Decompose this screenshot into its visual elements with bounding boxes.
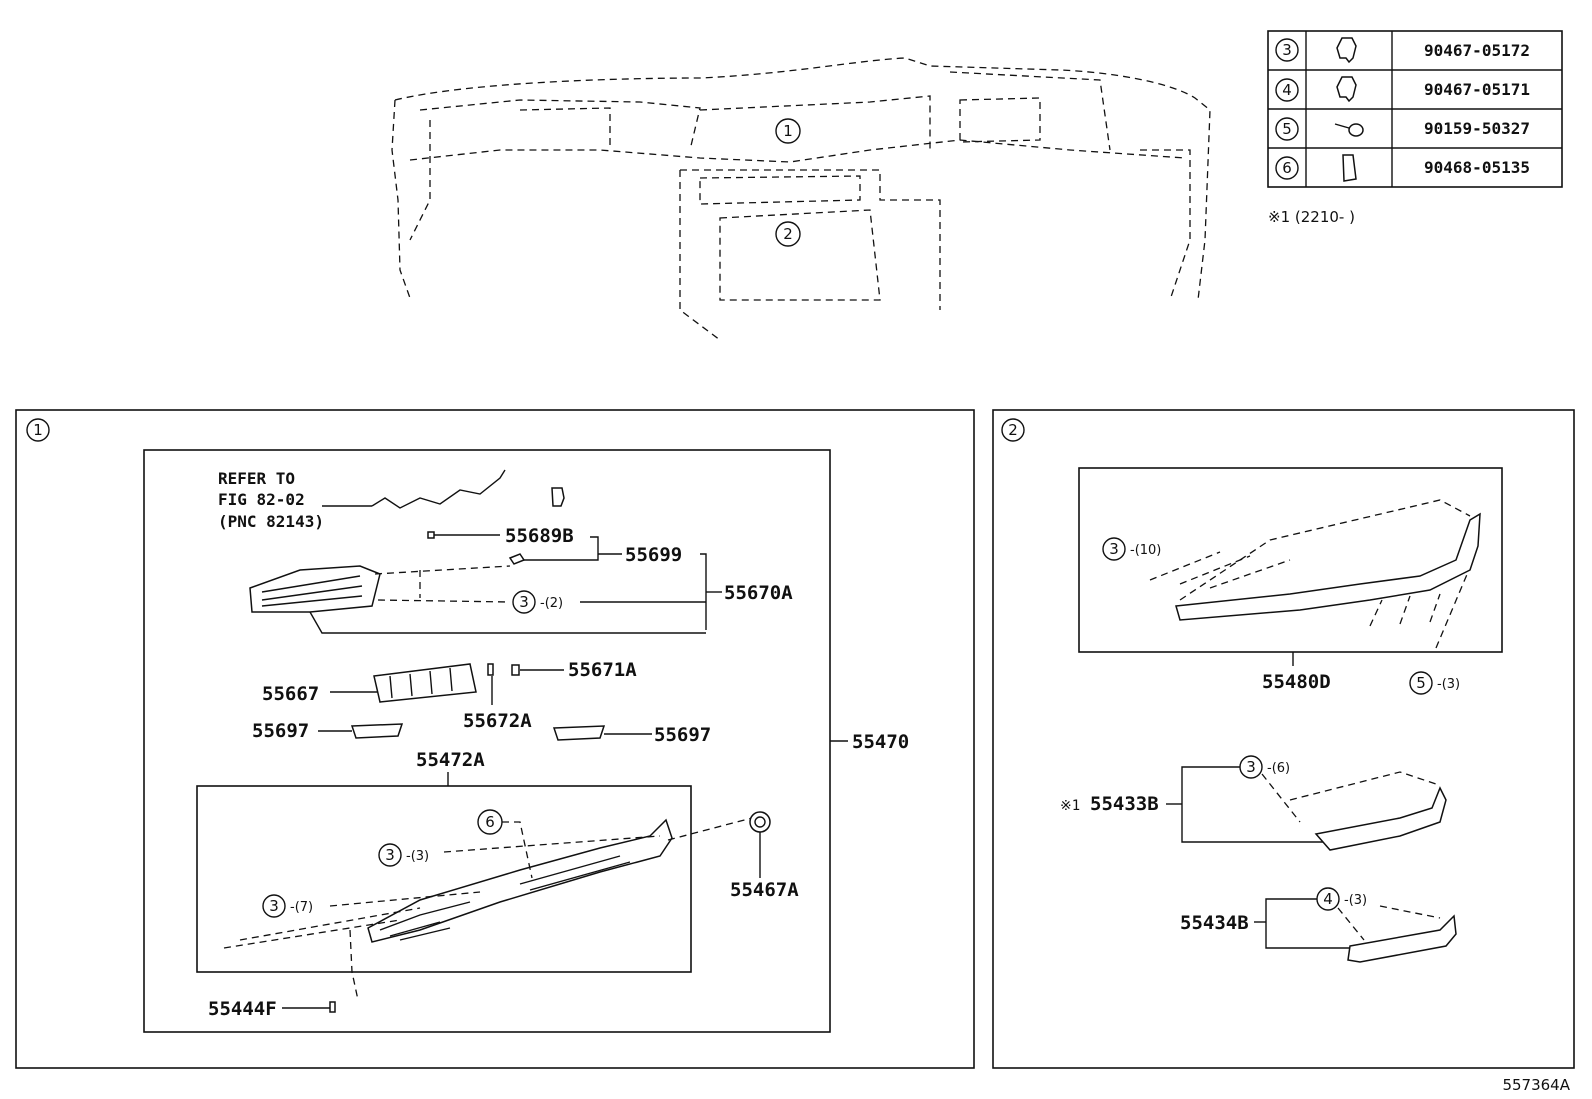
overview-callout-2: 2 xyxy=(783,225,793,243)
instrument-panel-trim xyxy=(1175,512,1481,621)
lower-cover-part xyxy=(1314,786,1447,851)
table-row: 3 90467-05172 xyxy=(1275,37,1530,64)
callout-3: 3 xyxy=(385,846,395,864)
screw-icon xyxy=(1334,123,1364,137)
refer-note-line-3: (PNC 82143) xyxy=(218,512,324,531)
note-marker: ※1 xyxy=(1060,798,1080,814)
callout-qty: -(6) xyxy=(1267,761,1290,776)
callout-qty: -(3) xyxy=(406,849,429,864)
fastener-table: 3 90467-05172 4 90467-05171 5 90159-5032… xyxy=(1267,30,1563,188)
callout-3: 3 xyxy=(1109,540,1119,558)
figure-id: 557364A xyxy=(1502,1076,1570,1094)
callout-qty: -(3) xyxy=(1344,893,1367,908)
wire-harness xyxy=(371,469,506,509)
fastener-part-number: 90468-05135 xyxy=(1424,158,1530,177)
callout-3: 3 xyxy=(269,897,279,915)
label-55470: 55470 xyxy=(852,731,909,753)
callout-3: 3 xyxy=(1246,758,1256,776)
refer-note-line-1: REFER TO xyxy=(218,469,295,488)
fastener-part-number: 90467-05171 xyxy=(1424,80,1530,99)
callout-qty: -(10) xyxy=(1130,543,1161,558)
label-55672A: 55672A xyxy=(463,710,532,732)
panel-1-ref: 1 xyxy=(33,421,43,439)
bezel-part xyxy=(749,811,771,833)
fastener-part-number: 90467-05172 xyxy=(1424,41,1530,60)
overview-callout-1: 1 xyxy=(783,122,793,140)
label-55697-left: 55697 xyxy=(252,720,309,742)
connector-part xyxy=(551,487,565,507)
callout-4: 4 xyxy=(1323,890,1333,908)
callout-5: 5 xyxy=(1416,674,1426,692)
clip-icon xyxy=(1336,37,1357,64)
label-55467A: 55467A xyxy=(730,879,799,901)
label-55480D: 55480D xyxy=(1262,671,1331,693)
callout-3: 3 xyxy=(519,593,529,611)
lower-trim-panel xyxy=(367,818,673,943)
table-note: ※1 (2210- ) xyxy=(1268,208,1355,226)
callout-qty: -(7) xyxy=(290,900,313,915)
label-55434B: 55434B xyxy=(1180,912,1249,934)
panel-2-ref: 2 xyxy=(1008,421,1018,439)
dashboard-overview: 1 2 xyxy=(391,57,1211,341)
fastener-ref: 6 xyxy=(1282,159,1292,177)
panel-2: 2 3 -(10) 55480D 5 -(3) 3 -(6) ※1 55433B… xyxy=(992,409,1575,1069)
nut-clip-icon xyxy=(1342,154,1357,182)
clip-icon xyxy=(1336,76,1357,103)
label-55697-right: 55697 xyxy=(654,724,711,746)
label-55670A: 55670A xyxy=(724,582,793,604)
label-55444F: 55444F xyxy=(208,998,277,1020)
label-55689B: 55689B xyxy=(505,525,574,547)
fastener-part-number: 90159-50327 xyxy=(1424,119,1530,138)
panel-1: 1 REFER TO FIG 82-02 (PNC 82143) 55689B … xyxy=(15,409,975,1069)
table-row: 6 90468-05135 xyxy=(1275,154,1530,182)
refer-note-line-2: FIG 82-02 xyxy=(218,490,305,509)
table-row: 4 90467-05171 xyxy=(1275,76,1530,103)
label-55671A: 55671A xyxy=(568,659,637,681)
fastener-ref: 3 xyxy=(1282,41,1292,59)
vent-louver xyxy=(373,663,477,703)
label-55699: 55699 xyxy=(625,544,682,566)
callout-qty: -(2) xyxy=(540,596,563,611)
label-55667: 55667 xyxy=(262,683,319,705)
fastener-ref: 5 xyxy=(1282,120,1292,138)
label-55472A: 55472A xyxy=(416,749,485,771)
fastener-ref: 4 xyxy=(1282,81,1292,99)
garnish-part xyxy=(1347,914,1457,963)
callout-qty: -(3) xyxy=(1437,677,1460,692)
table-row: 5 90159-50327 xyxy=(1275,117,1530,141)
callout-6: 6 xyxy=(485,813,495,831)
label-55433B: 55433B xyxy=(1090,793,1159,815)
